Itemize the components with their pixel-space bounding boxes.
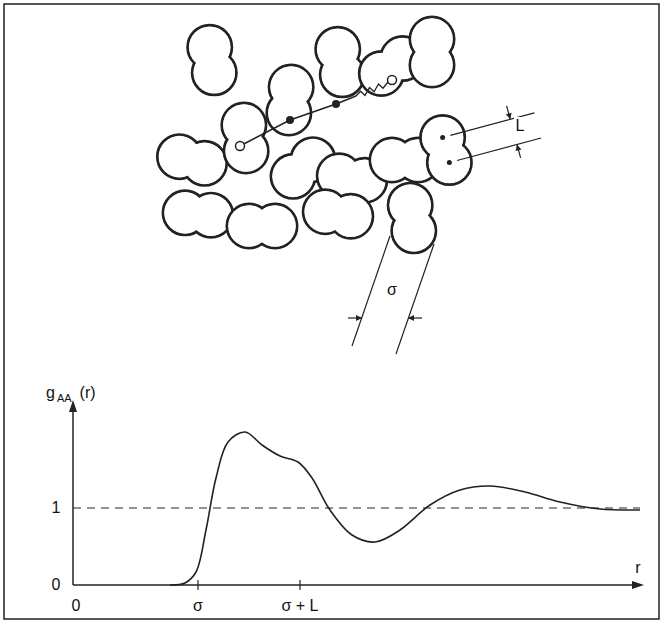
axis-subscript: AA [55,392,74,405]
tick-label: σ + L [279,597,320,615]
tick-label: 0 [50,576,63,594]
molecule [303,190,373,239]
tick-label: σ [191,597,205,615]
molecule [157,135,226,186]
axis-label: (r) [78,384,98,402]
axis-label: g [44,384,57,402]
diameter-label: σ [385,281,399,299]
molecule [267,65,313,135]
origin-label: 0 [70,597,83,615]
molecule [316,27,365,97]
molecule [421,115,472,184]
pair-chain [236,76,397,151]
dumbbell-molecules [157,17,471,253]
molecule [188,25,237,95]
tick-label: 1 [50,499,63,517]
molecule [388,183,436,253]
frame [4,4,659,619]
molecule [227,204,297,248]
dimension-lines [348,106,541,354]
molecule [410,17,454,87]
axis-label: r [633,559,642,577]
rdf-plot [69,400,644,590]
molecule [222,103,268,173]
length-label: L [514,117,527,135]
molecule [163,191,233,237]
